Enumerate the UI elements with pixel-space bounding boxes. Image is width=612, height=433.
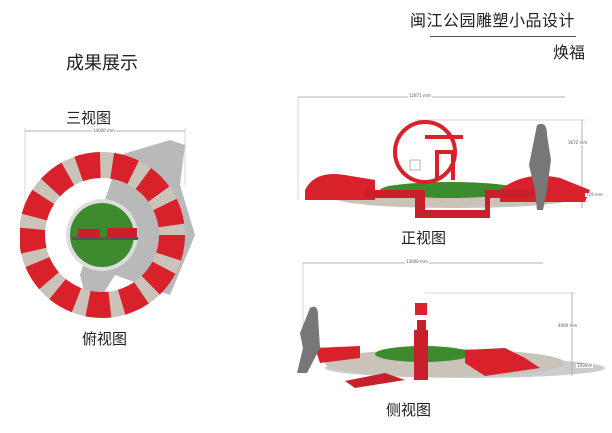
three-view-label: 三视图	[66, 109, 112, 127]
title-divider	[430, 36, 576, 37]
top-view-label: 俯视图	[82, 330, 128, 348]
front-seat-dim: 729 mm	[585, 192, 604, 198]
design-name: 焕福	[553, 43, 586, 62]
side-height-dim: 4000 mm	[557, 323, 579, 329]
top-width-dim: 14000 mm	[92, 128, 116, 134]
front-width-dim: 12871 mm	[408, 93, 432, 99]
front-view-label: 正视图	[401, 229, 447, 247]
side-view-drawing	[297, 262, 605, 388]
section-title: 成果展示	[66, 53, 138, 74]
front-view-drawing	[297, 96, 590, 218]
page-title: 闽江公园雕塑小品设计	[410, 11, 576, 30]
front-height-dim: 3672 mm	[567, 140, 589, 146]
side-width-dim: 13000 mm	[405, 259, 429, 265]
side-seat-dim: 350mm	[576, 363, 594, 369]
side-view-label: 侧视图	[386, 401, 432, 419]
top-view-drawing	[20, 128, 195, 318]
